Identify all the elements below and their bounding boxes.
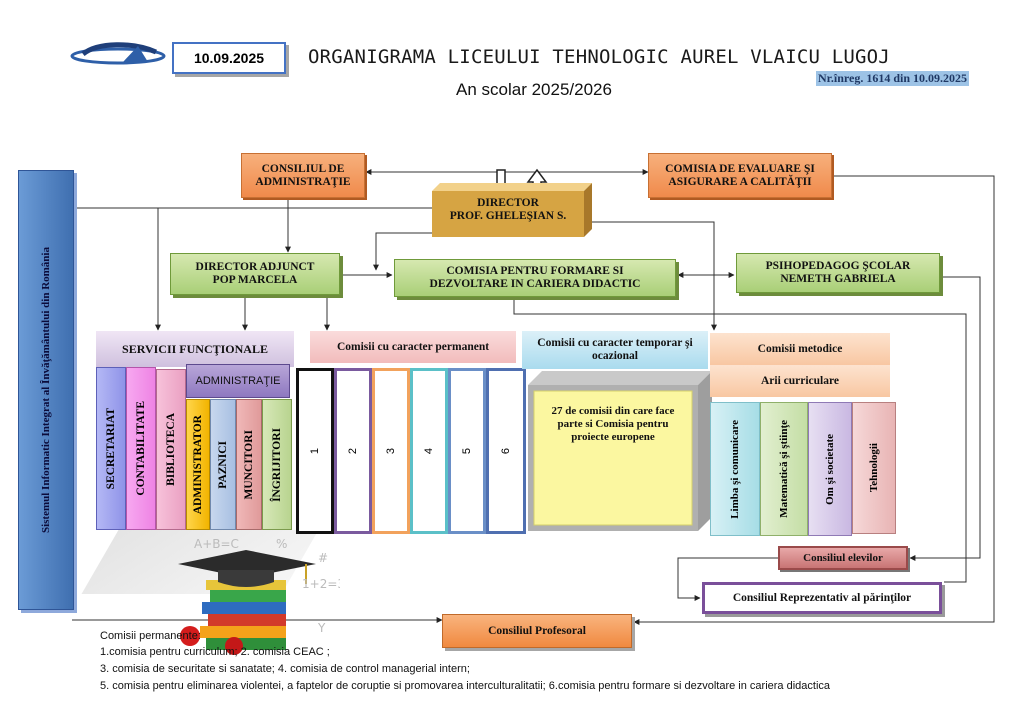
director-adjunct-name: POP MARCELA (212, 274, 298, 286)
svg-text:1+2=3: 1+2=3 (302, 577, 340, 591)
comisie-4-number: 4 (423, 447, 435, 455)
consiliul-parinti[interactable]: Consiliul Reprezentativ al părinţilor (702, 582, 942, 614)
col-secretariat-label: SECRETARIAT (105, 407, 117, 490)
notes-line-2: 3. comisia de securitate si sanatate; 4.… (100, 663, 470, 675)
consiliul-administratie-label: CONSILIUL DE ADMINISTRAŢIE (255, 162, 351, 188)
comisii-temporare-shape (528, 371, 712, 531)
col-administrator[interactable]: ADMINISTRATOR (186, 399, 210, 530)
col-ingrijitori[interactable]: ÎNGRIJITORI (262, 399, 292, 530)
side-bar-siiir: Sistemul Informatic Integrat al Învăţămâ… (18, 170, 74, 610)
col-paznici[interactable]: PAZNICI (210, 399, 236, 530)
psihopedagog-title: PSIHOPEDAGOG ŞCOLAR (765, 260, 911, 272)
date-box: 10.09.2025 (172, 42, 286, 74)
comisie-3[interactable]: 3 (372, 368, 410, 534)
psihopedagog-name: NEMETH GABRIELA (780, 273, 896, 285)
consiliul-elevilor-label: Consiliul elevilor (803, 552, 883, 564)
svg-text:Y: Y (317, 621, 326, 635)
comisie-3-number: 3 (385, 447, 397, 455)
director-box[interactable]: DIRECTOR PROF. GHELEŞIAN S. (432, 183, 592, 237)
notes-line-1: 1.comisia pentru curriculum; 2. comisia … (100, 646, 330, 658)
comisii-temporare-label: Comisii cu caracter temporar şi ocaziona… (537, 337, 693, 362)
col-contabilitate-label: CONTABILITATE (135, 401, 147, 496)
comisia-formare-line2: DEZVOLTARE IN CARIERA DIDACTIC (429, 278, 641, 290)
aria-matematica-stiinte[interactable]: Matematică şi ştiinţe (760, 402, 808, 536)
col-muncitori[interactable]: MUNCITORI (236, 399, 262, 530)
servicii-functionale-header[interactable]: SERVICII FUNCŢIONALE (96, 331, 294, 367)
col-biblioteca-label: BIBLIOTECA (165, 413, 177, 486)
svg-text:A+B=C: A+B=C (194, 537, 239, 551)
page-subtitle: An scolar 2025/2026 (456, 80, 612, 99)
comisii-temporare-description: 27 de comisii din care face parte si Com… (551, 405, 675, 443)
consiliul-parinti-label: Consiliul Reprezentativ al părinţilor (732, 592, 912, 604)
notes-heading: Comisii permanente: (100, 630, 201, 642)
logo (68, 40, 168, 70)
servicii-functionale-label: SERVICII FUNCŢIONALE (122, 341, 268, 356)
math-scribble-decoration: A+B=C 1+2=3 Y # % (190, 536, 345, 636)
aria-om-societate-label: Om şi societate (824, 433, 836, 505)
comisia-ceac[interactable]: COMISIA DE EVALUARE ŞI ASIGURARE A CALIT… (648, 153, 832, 198)
comisie-6-number: 6 (500, 447, 512, 455)
date-text: 10.09.2025 (193, 50, 265, 66)
administratie-header[interactable]: ADMINISTRAŢIE (186, 364, 290, 398)
col-ingrijitori-label: ÎNGRIJITORI (271, 427, 283, 502)
col-paznici-label: PAZNICI (217, 440, 229, 489)
aria-limba-comunicare[interactable]: Limba şi comunicare (710, 402, 760, 536)
col-administrator-label: ADMINISTRATOR (192, 414, 204, 515)
director-adjunct[interactable]: DIRECTOR ADJUNCT POP MARCELA (170, 253, 340, 295)
comisie-2[interactable]: 2 (334, 368, 372, 534)
side-bar-label: Sistemul Informatic Integrat al Învăţămâ… (40, 246, 52, 534)
comisia-ceac-label: COMISIA DE EVALUARE ŞI ASIGURARE A CALIT… (665, 162, 815, 188)
consiliul-profesoral[interactable]: Consiliul Profesoral (442, 614, 632, 648)
director-adjunct-title: DIRECTOR ADJUNCT (195, 261, 315, 273)
comisii-temporare-header[interactable]: Comisii cu caracter temporar şi ocaziona… (522, 331, 708, 369)
comisii-temporare-box[interactable]: 27 de comisii din care face parte si Com… (528, 371, 712, 531)
comisie-4[interactable]: 4 (410, 368, 448, 534)
administratie-label: ADMINISTRAŢIE (195, 375, 281, 387)
arii-curriculare-header[interactable]: Arii curriculare (710, 365, 890, 397)
col-contabilitate[interactable]: CONTABILITATE (126, 367, 156, 530)
arii-curriculare-label: Arii curriculare (760, 375, 840, 387)
comisie-1[interactable]: 1 (296, 368, 334, 534)
director-name: PROF. GHELEŞIAN S. (449, 210, 567, 222)
comisie-5[interactable]: 5 (448, 368, 486, 534)
comisii-metodice-label: Comisii metodice (757, 343, 843, 355)
svg-text:#: # (318, 551, 328, 565)
comisie-6[interactable]: 6 (486, 368, 526, 534)
comisia-formare-line1: COMISIA PENTRU FORMARE SI (446, 265, 624, 277)
aria-matematica-stiinte-label: Matematică şi ştiinţe (778, 420, 790, 518)
comisie-1-number: 1 (309, 447, 321, 455)
comisii-permanente-header[interactable]: Comisii cu caracter permanent (310, 331, 516, 363)
aria-limba-comunicare-label: Limba şi comunicare (729, 419, 741, 519)
director-title: DIRECTOR (477, 197, 539, 209)
aria-tehnologii-label: Tehnologii (868, 443, 880, 493)
registration-number: Nr.înreg. 1614 din 10.09.2025 (816, 71, 970, 86)
consiliul-profesoral-label: Consiliul Profesoral (488, 625, 586, 637)
comisie-5-number: 5 (461, 447, 473, 455)
psihopedagog[interactable]: PSIHOPEDAGOG ŞCOLAR NEMETH GABRIELA (736, 253, 940, 293)
svg-text:%: % (276, 537, 287, 551)
aria-om-societate[interactable]: Om şi societate (808, 402, 852, 536)
logo-icon (70, 42, 166, 65)
director-box-shape (432, 183, 592, 237)
col-secretariat[interactable]: SECRETARIAT (96, 367, 126, 530)
notes-line-3: 5. comisia pentru eliminarea violentei, … (100, 680, 831, 692)
page-title: ORGANIGRAMA LICEULUI TEHNOLOGIC AUREL VL… (308, 46, 890, 68)
comisia-formare[interactable]: COMISIA PENTRU FORMARE SI DEZVOLTARE IN … (394, 259, 676, 297)
consiliul-elevilor[interactable]: Consiliul elevilor (778, 546, 908, 570)
comisie-2-number: 2 (347, 447, 359, 455)
comisii-metodice-header[interactable]: Comisii metodice (710, 333, 890, 365)
consiliul-administratie[interactable]: CONSILIUL DE ADMINISTRAŢIE (241, 153, 365, 198)
col-biblioteca[interactable]: BIBLIOTECA (156, 369, 186, 530)
math-doodles-icon: A+B=C 1+2=3 Y # % (194, 537, 345, 635)
graduation-books-illustration (176, 548, 326, 658)
comisii-permanente-label: Comisii cu caracter permanent (336, 341, 490, 353)
aria-tehnologii[interactable]: Tehnologii (852, 402, 896, 534)
col-muncitori-label: MUNCITORI (243, 429, 255, 500)
graduation-cap-books-icon (178, 550, 316, 655)
